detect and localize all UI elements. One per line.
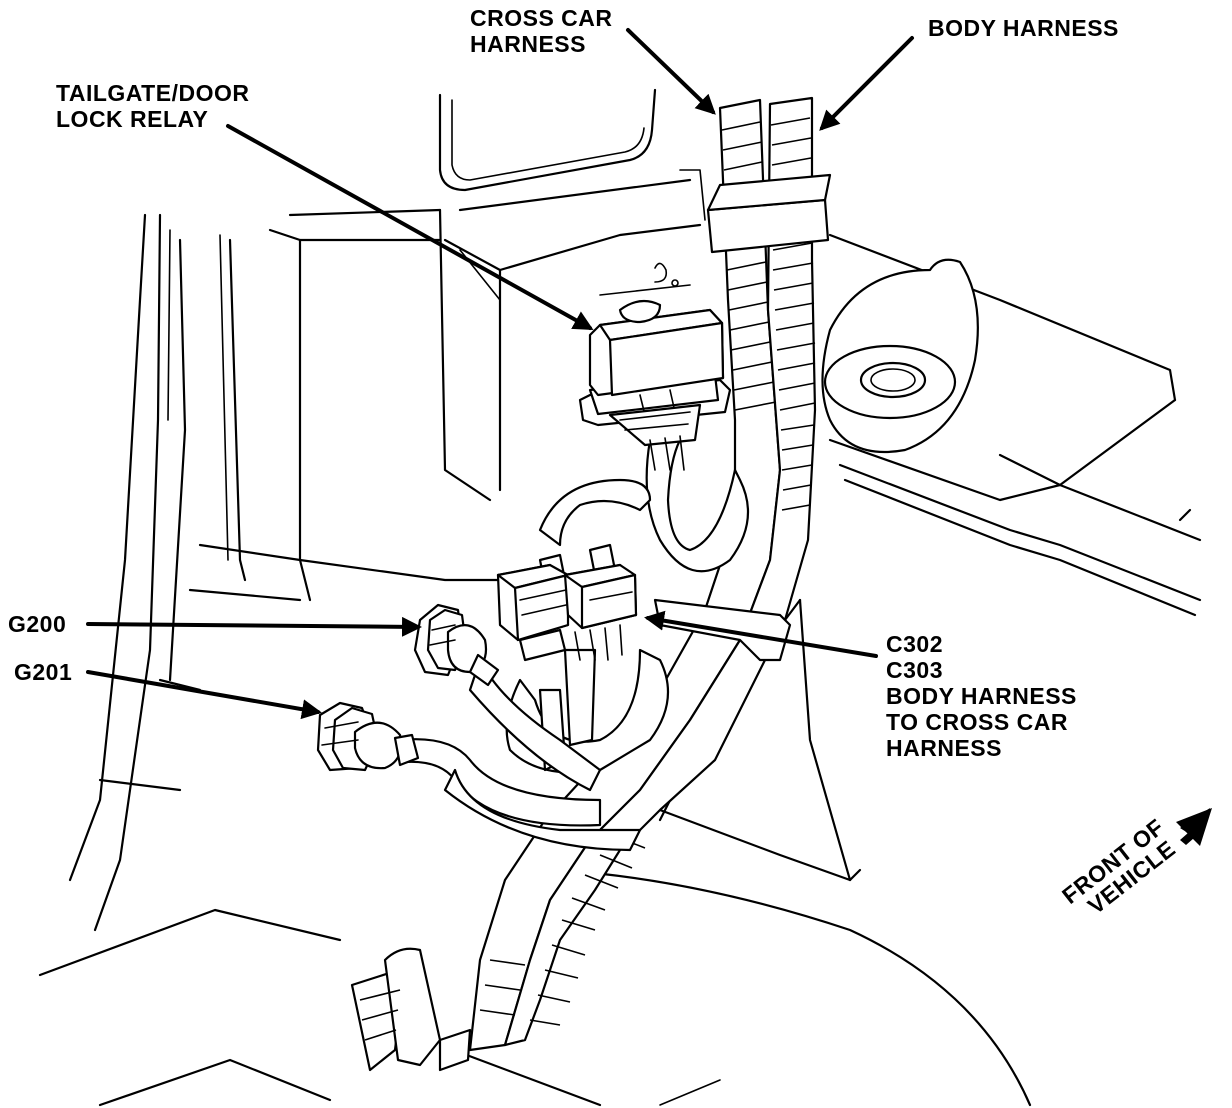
leader-tailgate-relay [226, 124, 594, 330]
leader-g201 [86, 670, 322, 720]
label-g200: G200 [8, 611, 66, 637]
harness-clip-bottom [350, 947, 472, 1072]
label-cross-car-harness: CROSS CAR HARNESS [470, 5, 619, 57]
harness-clip-top [706, 173, 832, 254]
tailgate-door-lock-relay [578, 299, 732, 471]
leader-cross-car-harness [626, 28, 716, 115]
label-tailgate-door-lock-relay: TAILGATE/DOOR LOCK RELAY [56, 80, 256, 132]
label-body-harness: BODY HARNESS [928, 15, 1119, 41]
leader-c302-c303 [644, 610, 878, 658]
round-cover [821, 258, 979, 454]
label-front-of-vehicle: FRONT OF VEHICLE [1057, 809, 1189, 927]
g200-ground-bolt [413, 603, 500, 687]
leader-g200 [86, 616, 422, 637]
leader-lines [86, 28, 914, 720]
leader-body-harness [819, 36, 914, 131]
label-c302-c303: C302 C303 BODY HARNESS TO CROSS CAR HARN… [886, 631, 1084, 761]
g201-ground-bolt [316, 701, 420, 772]
label-g201: G201 [14, 659, 72, 685]
c302-c303-connectors [496, 543, 638, 662]
front-of-vehicle-arrow-icon [1176, 808, 1212, 846]
